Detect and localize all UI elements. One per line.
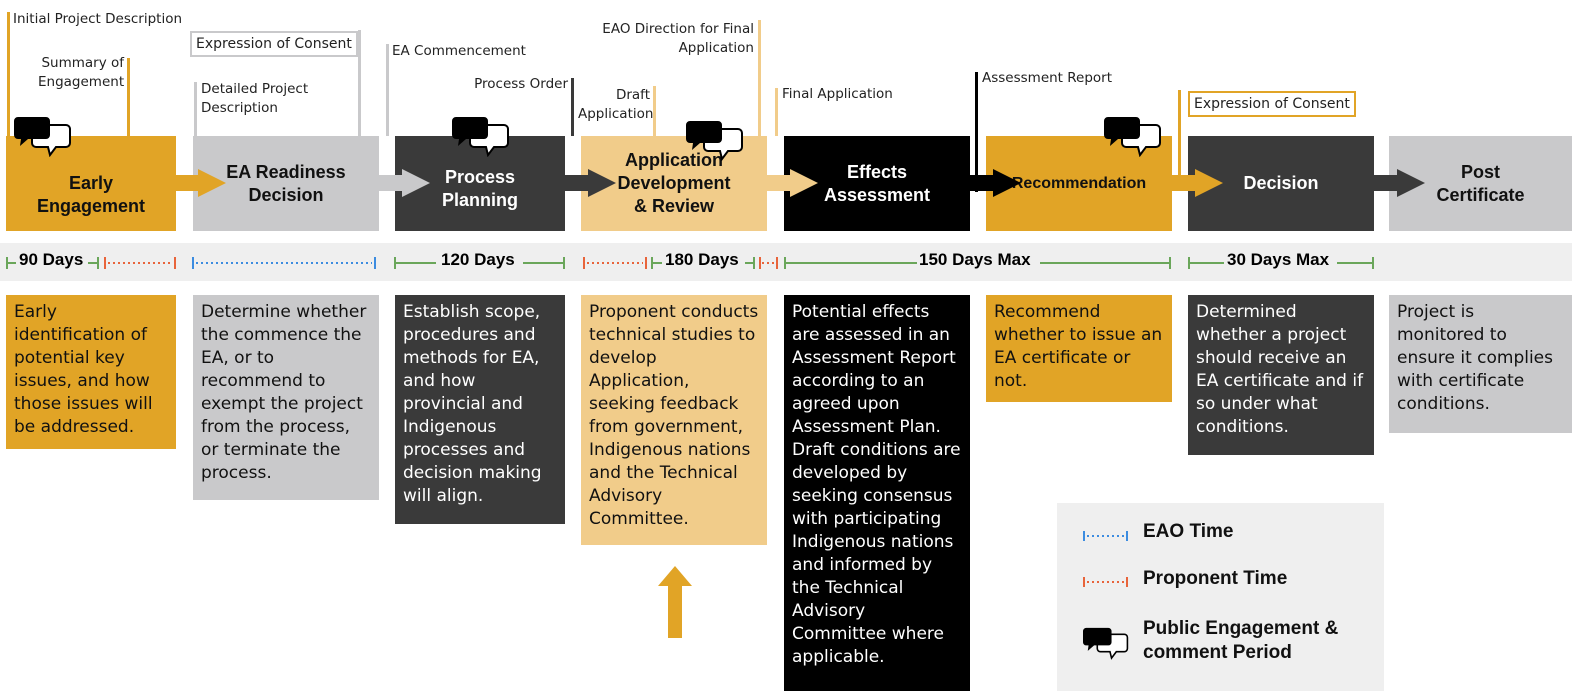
stage-label: Post Certificate (1436, 161, 1525, 205)
milestone-expression-of-consent-2: Expression of Consent (1188, 91, 1356, 117)
arrow-3 (565, 169, 616, 197)
legend (1057, 503, 1384, 691)
duration-150-days-max: 150 Days Max (919, 250, 1031, 269)
stage-label: Application Development & Review (617, 150, 731, 216)
milestone-final-application: Final Application (782, 86, 893, 102)
legend-proponent-time: Proponent Time (1143, 568, 1288, 589)
milestone-line-ea-commencement (386, 44, 389, 136)
milestone-line-draft-application (653, 86, 656, 136)
duration-180-days: 180 Days (665, 250, 739, 269)
arrow-6 (1172, 169, 1223, 197)
stage-label: Recommendation (1011, 175, 1147, 192)
duration-120-days: 120 Days (441, 250, 515, 269)
description-application-development: Proponent conducts technical studies to … (581, 295, 767, 545)
milestone-summary-of-engagement: Summary of Engagement (38, 55, 125, 90)
milestone-ea-commencement: EA Commencement (392, 43, 526, 59)
stage-arrows (176, 169, 1425, 197)
duration-bracket-90 (6, 257, 99, 269)
stage-label: Early Engagement (36, 172, 146, 216)
milestone-line-initial (7, 12, 10, 136)
milestone-line-assessment-report (975, 72, 978, 192)
milestone-initial-project-description: Initial Project Description (13, 11, 183, 27)
public-engagement-icon (452, 117, 509, 157)
legend-eao-time: EAO Time (1143, 521, 1234, 542)
milestone-line-process-order (571, 78, 574, 136)
legend-public-engagement: Public Engagement & comment Period (1143, 618, 1339, 663)
up-arrow-icon (658, 566, 692, 638)
stage-early-engagement: Early Engagement (6, 136, 176, 231)
timeline-brackets (6, 257, 1374, 269)
milestone-line-expression-2 (1178, 90, 1181, 190)
arrow-5 (970, 169, 1021, 197)
milestone-detailed-project-description: Detailed Project Description (201, 81, 309, 116)
arrow-2 (379, 169, 430, 197)
description-process-planning: Establish scope, procedures and methods … (395, 295, 565, 524)
arrow-7 (1374, 169, 1425, 197)
milestone-eao-direction: EAO Direction for Final Application (602, 21, 754, 56)
stage-label: Decision (1243, 173, 1319, 193)
stage-label: Process Planning (442, 166, 518, 210)
proponent-bracket-3 (759, 257, 778, 269)
milestone-line-summary (127, 58, 130, 136)
public-engagement-icon (14, 117, 71, 157)
duration-30-days-max: 30 Days Max (1227, 250, 1330, 269)
description-post-certificate: Project is monitored to ensure it compli… (1389, 295, 1572, 433)
description-recommendation: Recommend whether to issue an EA certifi… (986, 295, 1172, 402)
milestone-assessment-report: Assessment Report (982, 70, 1113, 86)
duration-bracket-150 (784, 257, 1171, 269)
duration-bracket-120 (394, 257, 565, 269)
duration-90-days: 90 Days (19, 250, 84, 269)
proponent-time-legend-icon (1083, 577, 1128, 587)
public-engagement-legend-icon (1083, 627, 1129, 660)
milestone-line-detailed (194, 82, 197, 136)
milestone-line-expression-1 (358, 30, 361, 136)
milestone-line-final-application (775, 88, 778, 136)
description-early-engagement: Early identification of potential key is… (6, 295, 176, 449)
milestone-expression-of-consent-1: Expression of Consent (190, 31, 358, 57)
public-engagement-icon (686, 121, 743, 161)
milestone-draft-application: Draft Application (578, 87, 654, 122)
milestone-line-eao-direction (758, 20, 761, 136)
public-engagement-icon (1104, 117, 1161, 157)
arrow-4 (767, 169, 818, 197)
proponent-bracket-1 (104, 257, 176, 269)
milestone-process-order: Process Order (474, 76, 568, 92)
eao-time-legend-icon (1083, 531, 1128, 541)
proponent-bracket-2 (583, 257, 647, 269)
description-effects-assessment: Potential effects are assessed in an Ass… (784, 295, 970, 691)
stage-label: EA Readiness Decision (226, 161, 346, 205)
description-ea-readiness: Determine whether the commence the EA, o… (193, 295, 379, 500)
stage-label: Effects Assessment (823, 161, 931, 205)
duration-bracket-30 (1188, 257, 1374, 269)
description-decision: Determined whether a project should rece… (1188, 295, 1374, 455)
eao-bracket-1 (192, 257, 376, 269)
arrow-1 (176, 169, 226, 197)
duration-bracket-180 (651, 257, 755, 269)
